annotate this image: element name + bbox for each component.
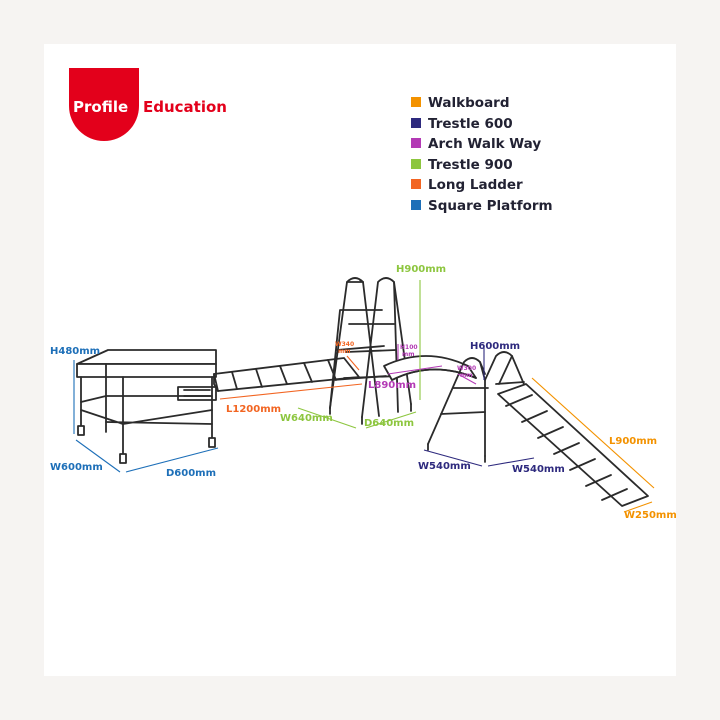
trestle600-width1-label: W540mm	[418, 461, 471, 472]
arch-length-label: L890mm	[368, 380, 416, 391]
arch-length-line	[387, 365, 443, 375]
legend-label-arch-walk-way: Arch Walk Way	[428, 136, 541, 152]
logo-word-profile: Profile	[73, 98, 128, 116]
walkboard-width-label: W250mm	[624, 510, 676, 521]
ladder-length-label: L1200mm	[226, 404, 281, 415]
trestle900-height-label: H900mm	[396, 264, 446, 275]
legend-item-trestle-900: Trestle 900	[411, 157, 513, 173]
platform-width-line	[75, 439, 121, 473]
trestle600-width2-label: W540mm	[512, 464, 565, 475]
arch-width-label-2: mm	[460, 372, 473, 379]
logo-word-education: Education	[143, 98, 227, 116]
arch-width-label-1: W300	[457, 365, 476, 372]
product-image: Profile Education Walkboard Trestle 600 …	[44, 44, 676, 676]
platform-depth-label: D600mm	[166, 468, 216, 479]
dimension-labels: H480mm W600mm D600mm L1200mm W340 mm H90…	[50, 264, 676, 521]
legend-swatch-trestle-600	[411, 118, 421, 128]
walkboard-drawing	[497, 383, 649, 507]
trestle900-width-line	[297, 407, 357, 429]
ladder-width-label-1: W340	[335, 341, 354, 348]
arch-width-line	[457, 373, 477, 385]
square-platform-drawing	[76, 349, 217, 464]
platform-width-label: W600mm	[50, 462, 103, 473]
legend-item-arch-walk-way: Arch Walk Way	[411, 136, 541, 152]
legend-swatch-arch-walk-way	[411, 138, 421, 148]
logo-red-shape	[69, 68, 139, 141]
legend: Walkboard Trestle 600 Arch Walk Way Tres…	[411, 95, 553, 214]
legend-label-trestle-900: Trestle 900	[428, 157, 513, 173]
arch-height-label-2: mm	[402, 351, 415, 358]
trestle900-width-label: W640mm	[280, 413, 333, 424]
legend-swatch-walkboard	[411, 97, 421, 107]
platform-height-label: H480mm	[50, 346, 100, 357]
dimension-lines	[73, 280, 655, 513]
arch-height-label-1: H100	[400, 344, 418, 351]
walkboard-length-line	[531, 377, 655, 489]
trestle600-height-label: H600mm	[470, 341, 520, 352]
equipment-diagram: Profile Education Walkboard Trestle 600 …	[50, 68, 676, 521]
ladder-width-line	[346, 355, 360, 371]
trestle600-width2-line	[487, 457, 535, 467]
brand-logo: Profile Education	[69, 68, 227, 141]
legend-item-long-ladder: Long Ladder	[411, 177, 523, 193]
platform-depth-line	[125, 447, 219, 473]
trestle900-depth-label: D640mm	[364, 418, 414, 429]
walkboard-length-label: L900mm	[609, 436, 657, 447]
trestle600-width1-line	[423, 449, 483, 467]
legend-label-walkboard: Walkboard	[428, 95, 510, 111]
long-ladder-drawing	[213, 357, 360, 392]
legend-item-square-platform: Square Platform	[411, 198, 553, 214]
legend-label-trestle-600: Trestle 600	[428, 116, 513, 132]
legend-swatch-square-platform	[411, 200, 421, 210]
ladder-width-label-2: mm	[338, 348, 351, 355]
legend-item-trestle-600: Trestle 600	[411, 116, 513, 132]
legend-swatch-long-ladder	[411, 179, 421, 189]
walkboard-width-line	[623, 501, 653, 513]
legend-item-walkboard: Walkboard	[411, 95, 510, 111]
legend-swatch-trestle-900	[411, 159, 421, 169]
legend-label-long-ladder: Long Ladder	[428, 177, 523, 193]
ladder-length-line	[219, 383, 363, 400]
trestle900-depth-line	[365, 411, 417, 429]
legend-label-square-platform: Square Platform	[428, 198, 553, 214]
